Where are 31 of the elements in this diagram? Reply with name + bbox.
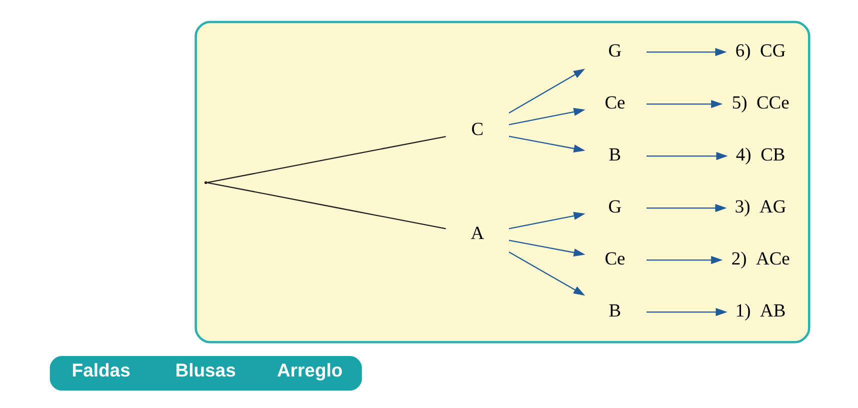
cluster (194, 20, 810, 344)
node-text: Ce (604, 248, 625, 268)
node-text: B (608, 144, 621, 164)
node-text: G (608, 40, 622, 60)
node-text: 1) AB (734, 300, 786, 320)
node-text: B (608, 300, 621, 320)
arrow (508, 240, 585, 257)
node-text: 4) CB (735, 144, 785, 164)
arrow (508, 136, 585, 153)
node-point (204, 181, 207, 184)
arrow (508, 68, 585, 114)
arrow (508, 108, 585, 126)
arrow (646, 308, 727, 316)
node-box: Faldas Blusas Arreglo (49, 356, 362, 391)
arrow (508, 252, 585, 296)
arrow (646, 152, 728, 160)
arrow (646, 256, 722, 264)
arrow (508, 212, 585, 230)
arrow (646, 48, 726, 56)
node-text: 2) ACe (730, 248, 790, 268)
node-text: C (470, 119, 484, 140)
node-text: 3) AG (734, 196, 786, 216)
arrow (646, 204, 726, 212)
connector (206, 136, 446, 184)
arrow (646, 100, 722, 108)
node-text: Ce (604, 92, 625, 112)
connector (206, 182, 446, 230)
node-text: A (470, 223, 484, 244)
node-text: G (608, 196, 622, 216)
node-text: 6) CG (734, 40, 786, 60)
node-text: 5) CCe (731, 92, 789, 112)
